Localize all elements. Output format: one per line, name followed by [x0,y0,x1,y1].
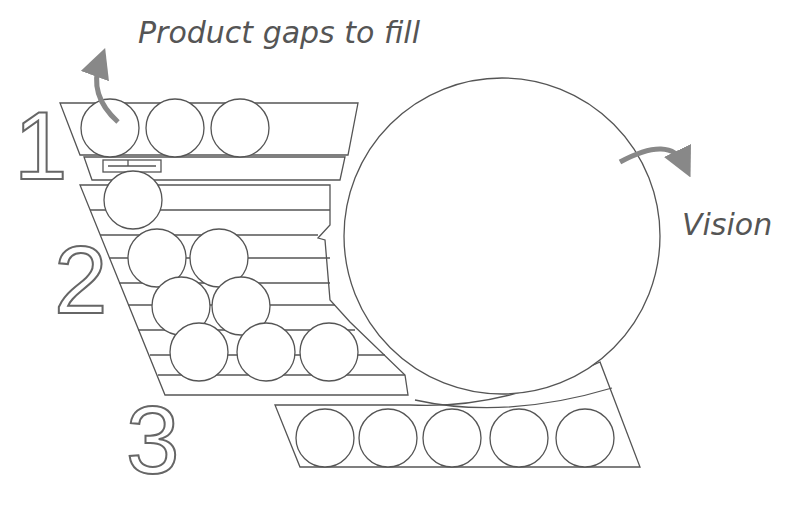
callout-arrow [620,149,684,164]
callout-number: 1 [14,98,67,194]
callout-note: Product gaps to fill [138,18,420,48]
callout-note: Vision [682,210,772,240]
callout-number: 2 [54,232,107,328]
callout-arrow [97,62,118,122]
callout-number: 3 [126,392,179,488]
